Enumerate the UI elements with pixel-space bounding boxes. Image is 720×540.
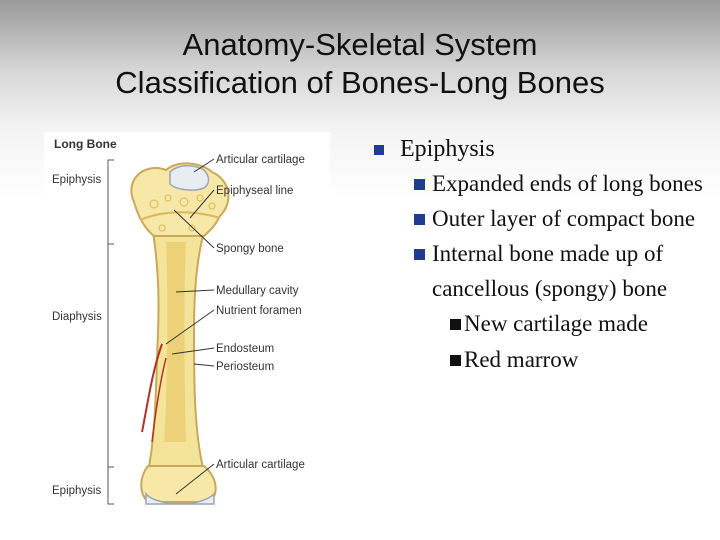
bullet-epiphysis: Epiphysis	[372, 132, 712, 166]
sub-sub-bullet-red-marrow: Red marrow	[372, 342, 712, 378]
bullet-square-icon	[450, 319, 461, 330]
long-bone-illustration: Long Bone Epiphysis Diaphysis Epiphysis	[52, 137, 305, 505]
bullet-square-icon	[414, 214, 425, 225]
label-medullary-cavity: Medullary cavity	[216, 285, 299, 297]
label-epiphyseal-line: Epiphyseal line	[216, 185, 293, 197]
bullet-square-icon	[450, 355, 461, 366]
medullary-cavity	[164, 242, 186, 442]
diagram-heading: Long Bone	[54, 137, 117, 151]
sub-bullet-expanded-ends: Expanded ends of long bones	[372, 166, 712, 201]
bullet-list: Epiphysis Expanded ends of long bones Ou…	[372, 132, 712, 378]
leader-lines	[165, 158, 215, 495]
long-bone-diagram: Long Bone Epiphysis Diaphysis Epiphysis	[44, 132, 330, 512]
label-diaphysis: Diaphysis	[52, 311, 102, 323]
label-epiphysis-bottom: Epiphysis	[52, 485, 101, 497]
label-epiphysis-top: Epiphysis	[52, 174, 101, 186]
sub-bullet-internal-bone: Internal bone made up of cancellous (spo…	[372, 236, 712, 306]
slide-title: Anatomy-Skeletal System Classification o…	[0, 26, 720, 102]
sub-sub-bullet-new-cartilage: New cartilage made	[372, 306, 712, 342]
bullet-square-icon	[374, 145, 384, 155]
label-nutrient-foramen: Nutrient foramen	[216, 305, 302, 317]
title-line-2: Classification of Bones-Long Bones	[115, 65, 605, 100]
bullet-square-icon	[414, 179, 425, 190]
nutrient-vessel	[141, 343, 163, 433]
label-periosteum: Periosteum	[216, 361, 274, 373]
epiphyseal-line	[139, 211, 221, 221]
region-brackets	[107, 159, 114, 505]
articular-cartilage-bottom	[145, 491, 215, 505]
articular-cartilage-top	[169, 165, 210, 191]
title-line-1: Anatomy-Skeletal System	[182, 27, 538, 62]
label-endosteum: Endosteum	[216, 343, 274, 355]
nutrient-vessel-2	[151, 357, 167, 443]
label-articular-cartilage-top: Articular cartilage	[216, 154, 305, 166]
sub-bullet-outer-layer: Outer layer of compact bone	[372, 201, 712, 236]
label-spongy-bone: Spongy bone	[216, 243, 284, 255]
label-articular-cartilage-bottom: Articular cartilage	[216, 459, 305, 471]
bullet-square-icon	[414, 249, 425, 260]
